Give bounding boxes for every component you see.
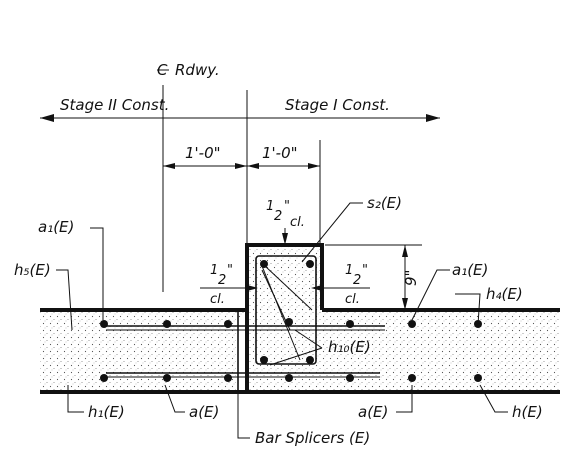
a-left-label: a(E) (189, 403, 219, 421)
offset-dimensions: 1'-0" 1'-0" (163, 140, 321, 245)
centerline-label: Rdwy. (175, 61, 220, 79)
h4-label: h₄(E) (486, 285, 523, 303)
s2-label-group: s₂(E) (301, 194, 402, 263)
stage-dimension: Stage II Const. Stage I Const. (40, 90, 440, 245)
a-right-label: a(E) (358, 403, 388, 421)
construction-joint (236, 318, 246, 390)
svg-text:": " (362, 263, 368, 278)
svg-text:cl.: cl. (290, 215, 305, 230)
h5-label: h₅(E) (14, 261, 51, 279)
svg-text:1: 1 (345, 263, 353, 278)
curb-height-dimension: 9" (325, 244, 422, 310)
svg-text:": " (284, 199, 290, 214)
dim-right-label: 1'-0" (262, 144, 298, 162)
s2-label: s₂(E) (367, 194, 402, 212)
left-clear-annotation: 1 2 " cl. (200, 263, 258, 307)
svg-text:2: 2 (274, 209, 282, 224)
stage1-label: Stage I Const. (285, 96, 390, 114)
h-label: h(E) (512, 403, 543, 421)
svg-text:": " (227, 263, 233, 278)
stage2-label: Stage II Const. (60, 96, 169, 114)
a1-right-label: a₁(E) (452, 261, 488, 279)
centerline: C Rdwy. (157, 61, 220, 292)
svg-text:2: 2 (353, 273, 361, 288)
h10-label: h₁₀(E) (328, 338, 371, 356)
svg-text:2: 2 (218, 273, 226, 288)
rebar-lines (106, 325, 385, 378)
dim-left-label: 1'-0" (185, 144, 221, 162)
bar-splicers-label: Bar Splicers (E) (255, 429, 370, 447)
top-clear-annotation: 1 2 " cl. (266, 199, 305, 245)
svg-text:cl.: cl. (345, 292, 360, 307)
cl-symbol: C (157, 61, 168, 79)
a1-left-label: a₁(E) (38, 218, 74, 236)
curb-reinforcement (255, 255, 317, 365)
svg-text:9": 9" (402, 270, 420, 286)
svg-text:1: 1 (210, 263, 218, 278)
svg-text:cl.: cl. (210, 292, 225, 307)
leaders (56, 227, 508, 439)
h1-label: h₁(E) (88, 403, 125, 421)
svg-text:1: 1 (266, 199, 274, 214)
